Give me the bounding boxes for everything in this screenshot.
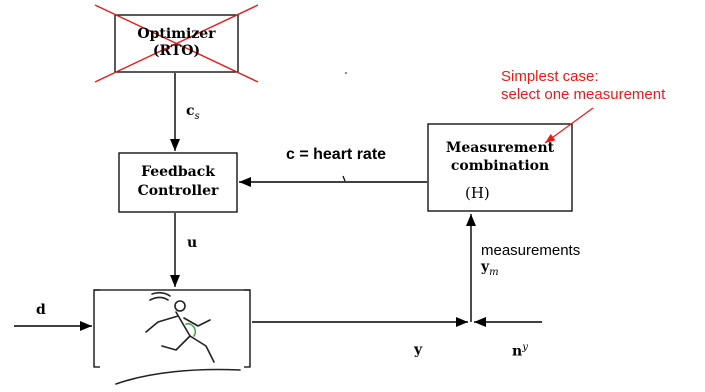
measurement-combination-line1: Measurement [445, 140, 555, 156]
ny-label: ny [512, 342, 528, 360]
optimizer-label-line2: (RTO) [152, 43, 201, 59]
measurements-label: measurements [481, 242, 581, 259]
signal-c-label: c = heart rate [286, 146, 387, 163]
annotation-text: Simplest case: select one measurement [501, 68, 665, 104]
ym-label: ym [481, 259, 499, 278]
cs-subscript: s [194, 110, 200, 122]
ym-symbol: y [481, 259, 490, 275]
feedback-controller-line2: Controller [137, 183, 219, 199]
measurement-combination-line2: combination [450, 158, 550, 174]
optimizer-label: Optimizer (RTO) [115, 26, 238, 60]
cs-label: cs [186, 103, 200, 122]
feedback-controller-box [118, 152, 238, 213]
y-label: y [414, 342, 423, 358]
cross-out-mark [94, 4, 259, 83]
measurement-combination-label: Measurement combination [428, 139, 572, 175]
feedback-controller-line1: Feedback [141, 164, 215, 180]
ny-symbol: n [512, 343, 523, 360]
annotation-line1: Simplest case: [501, 68, 599, 85]
ny-superscript: y [522, 342, 528, 353]
runner-icon [115, 291, 241, 385]
dot-mark [345, 72, 347, 74]
d-label: d [36, 302, 46, 318]
cs-symbol: c [186, 103, 195, 119]
feedback-controller-label: Feedback Controller [119, 163, 237, 201]
optimizer-label-line1: Optimizer [137, 26, 216, 42]
u-label: u [187, 235, 198, 251]
tick-mark [342, 175, 346, 182]
process-box [93, 289, 251, 368]
annotation-line2: select one measurement [501, 86, 666, 103]
ym-subscript: m [489, 266, 499, 278]
annotation-pointer [544, 107, 594, 144]
h-matrix-label: (H) [465, 184, 490, 202]
